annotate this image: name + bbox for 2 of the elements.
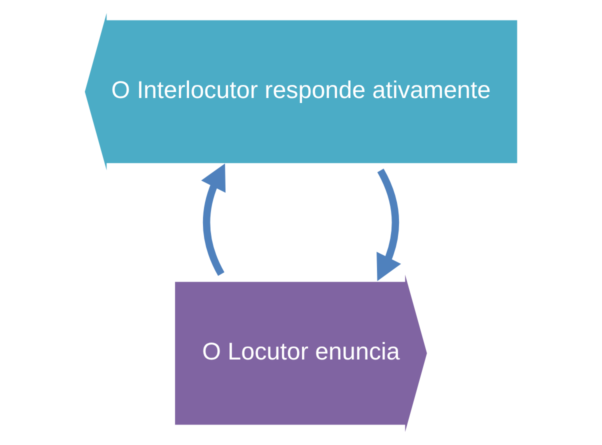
arrow: [376, 168, 402, 282]
arrow: [201, 163, 226, 276]
